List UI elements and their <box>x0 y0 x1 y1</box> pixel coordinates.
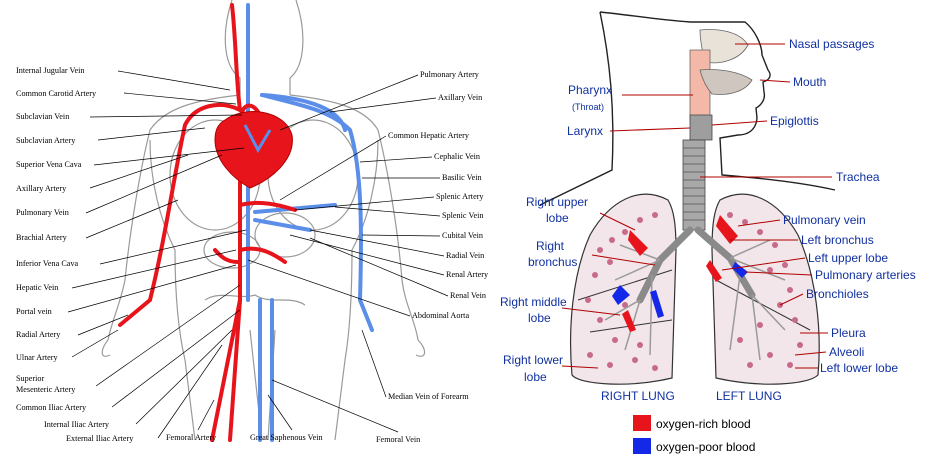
legend: oxygen-rich blood oxygen-poor blood <box>633 415 755 454</box>
label-splenic-artery: Splenic Artery <box>436 192 484 201</box>
label-pulmonary-vein: Pulmonary Vein <box>16 208 69 217</box>
label-femoral-artery: Femoral Artery <box>166 433 217 442</box>
label-throat: (Throat) <box>572 102 604 112</box>
airway-upper <box>690 30 752 140</box>
lung-names: RIGHT LUNG LEFT LUNG <box>601 389 782 403</box>
label-femoral-vein: Femoral Vein <box>376 435 420 444</box>
label-right: Right <box>536 239 565 253</box>
label-great-saphenous-vein: Great Saphenous Vein <box>250 433 323 442</box>
label-larynx: Larynx <box>567 124 603 138</box>
legend-label-oxygen-poor: oxygen-poor blood <box>656 440 755 454</box>
label-splenic-vein: Splenic Vein <box>442 211 483 220</box>
label-median-vein-of-forearm: Median Vein of Forearm <box>388 392 469 401</box>
label-abdominal-aorta: Abdominal Aorta <box>412 311 469 320</box>
label-superior: Superior <box>16 374 44 383</box>
label-right-middle-lobe: lobe <box>528 311 551 325</box>
label-right-lung: RIGHT LUNG <box>601 389 675 403</box>
label-right-bronchus: bronchus <box>528 255 577 269</box>
legend-label-oxygen-rich: oxygen-rich blood <box>656 417 751 431</box>
label-trachea: Trachea <box>836 170 880 184</box>
label-mouth: Mouth <box>793 75 826 89</box>
label-left-lower-lobe: Left lower lobe <box>820 361 898 375</box>
label-right-upper-lobe: lobe <box>546 211 569 225</box>
label-common-hepatic-artery: Common Hepatic Artery <box>388 131 470 140</box>
circulatory-bottom-labels: Femoral Artery Great Saphenous Vein Femo… <box>166 433 420 444</box>
respiratory-diagram: Nasal passages Mouth Epiglottis Trachea … <box>500 12 916 454</box>
label-pulmonary-artery: Pulmonary Artery <box>420 70 480 79</box>
label-mesenteric-artery: Mesenteric Artery <box>16 385 76 394</box>
label-cephalic-vein: Cephalic Vein <box>434 152 480 161</box>
label-internal-jugular-vein: Internal Jugular Vein <box>16 66 85 75</box>
label-inferior-vena-cava: Inferior Vena Cava <box>16 259 79 268</box>
trachea-shape <box>683 140 705 230</box>
label-external-iliac-artery: External Iliac Artery <box>66 434 134 443</box>
label-radial-artery: Radial Artery <box>16 330 61 339</box>
circulatory-bottom-leaders <box>198 380 398 432</box>
label-bronchioles: Bronchioles <box>806 287 869 301</box>
label-alveoli: Alveoli <box>829 345 864 359</box>
circulatory-left-labels: Internal Jugular Vein Common Carotid Art… <box>16 66 134 443</box>
label-ulnar-artery: Ulnar Artery <box>16 353 59 362</box>
label-common-iliac-artery: Common Iliac Artery <box>16 403 87 412</box>
label-left-bronchus: Left bronchus <box>801 233 874 247</box>
circulatory-diagram: Internal Jugular Vein Common Carotid Art… <box>16 0 489 444</box>
label-pleura: Pleura <box>831 326 866 340</box>
label-right-middle: Right middle <box>500 295 567 309</box>
label-pulmonary-arteries: Pulmonary arteries <box>815 268 916 282</box>
label-pulmonary-vein: Pulmonary vein <box>783 213 866 227</box>
label-internal-iliac-artery: Internal Iliac Artery <box>44 420 110 429</box>
label-portal-vein: Portal vein <box>16 307 52 316</box>
label-epiglottis: Epiglottis <box>770 114 819 128</box>
label-renal-vein: Renal Vein <box>450 291 486 300</box>
label-nasal-passages: Nasal passages <box>789 37 874 51</box>
label-axillary-artery: Axillary Artery <box>16 184 67 193</box>
legend-swatch-oxygen-rich <box>633 415 651 431</box>
label-axillary-vein: Axillary Vein <box>438 93 482 102</box>
label-superior-vena-cava: Superior Vena Cava <box>16 160 82 169</box>
label-basilic-vein: Basilic Vein <box>442 173 482 182</box>
label-common-carotid-artery: Common Carotid Artery <box>16 89 97 98</box>
label-right-lower-lobe: lobe <box>524 370 547 384</box>
label-subclavian-vein: Subclavian Vein <box>16 112 69 121</box>
label-renal-artery: Renal Artery <box>446 270 489 279</box>
label-right-lower: Right lower <box>503 353 563 367</box>
legend-swatch-oxygen-poor <box>633 438 651 454</box>
label-pharynx: Pharynx <box>568 83 612 97</box>
label-left-upper-lobe: Left upper lobe <box>808 251 888 265</box>
label-cubital-vein: Cubital Vein <box>442 231 483 240</box>
label-right-upper: Right upper <box>526 195 588 209</box>
label-radial-vein: Radial Vein <box>446 251 484 260</box>
label-left-lung: LEFT LUNG <box>716 389 782 403</box>
label-hepatic-vein: Hepatic Vein <box>16 283 58 292</box>
label-brachial-artery: Brachial Artery <box>16 233 68 242</box>
label-subclavian-artery: Subclavian Artery <box>16 136 76 145</box>
